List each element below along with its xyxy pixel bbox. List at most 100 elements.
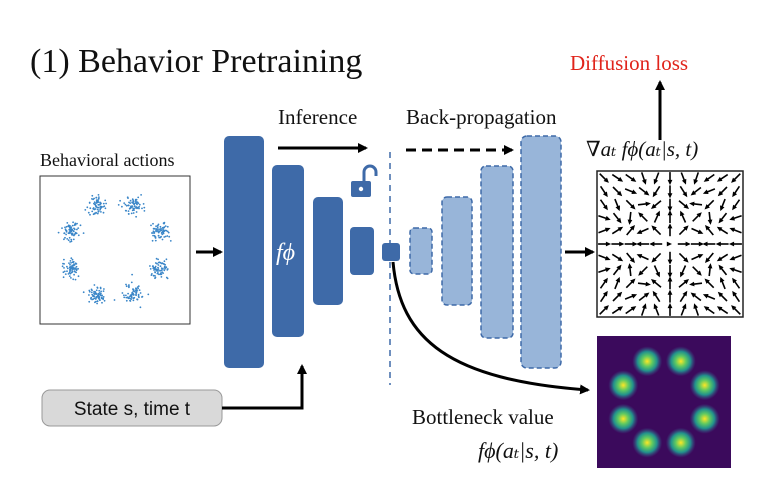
scatter-point [67,273,70,275]
vector-arrowhead [602,191,608,198]
scatter-point [166,225,169,228]
scatter-point [136,207,138,210]
vector-arrowhead [617,176,624,182]
scatter-point [63,238,65,241]
scatter-point [164,225,167,228]
scatter-point [151,239,154,242]
vector-arrowhead [617,306,624,312]
scatter-point [64,273,67,275]
scatter-point [95,296,98,299]
vector-arrowhead [636,241,642,247]
vector-arrowhead [693,179,699,185]
scatter-point [95,202,97,205]
scatter-point [157,258,160,261]
heatmap-peak [608,403,639,434]
scatter-point [132,299,135,302]
scatter-point [98,289,101,292]
scatter-point [156,225,159,227]
vector-arrowhead [681,303,687,310]
action-scatter-points [57,194,172,309]
scatter-point [135,202,138,205]
vector-arrowhead [729,267,735,273]
scatter-point [138,205,141,208]
scatter-point [155,257,158,260]
scatter-point [164,235,167,238]
state-time-label: State s, time t [74,399,191,420]
scatter-point [158,273,160,276]
scatter-point [98,196,100,199]
vector-arrowhead [653,178,659,185]
vector-arrowhead [641,303,647,309]
scatter-point [98,297,100,300]
scatter-point [102,296,105,298]
vector-arrowhead [703,177,710,182]
scatter-point [125,299,128,302]
vector-arrowhead [617,226,624,232]
scatter-point [135,291,137,294]
vector-arrowhead [645,201,651,207]
diagram-title: (1) Behavior Pretraining [30,43,362,80]
vector-arrowhead [698,241,704,247]
scatter-point [69,272,72,275]
scatter-point [63,258,65,261]
vector-arrowhead [702,189,709,194]
scatter-point [71,232,73,235]
vector-arrowhead [630,177,637,182]
scatter-point [92,207,95,209]
heatmap-peak [608,370,639,401]
scatter-point [100,294,102,297]
scatter-point [167,231,170,234]
vector-arrowhead [603,204,608,211]
scatter-point [131,201,134,204]
scatter-point [124,203,127,206]
vector-arrowhead [667,289,673,295]
vector-arrowhead [645,281,651,287]
scatter-point [152,234,155,237]
scatter-point [103,299,106,302]
scatter-point [130,295,133,298]
scatter-point [166,268,169,270]
scatter-point [77,227,80,230]
vector-arrowhead [641,179,647,185]
vector-arrowhead [696,270,702,276]
scatter-point [153,267,156,269]
scatter-point [121,205,123,208]
scatter-point [153,269,155,271]
scatter-point [88,294,90,296]
vector-arrowhead [651,225,657,231]
scatter-point [157,231,160,234]
scatter-point [99,208,102,211]
vector-arrowhead [683,257,689,263]
scatter-point [73,273,75,276]
scatter-point [90,297,92,300]
vector-arrowhead [717,190,724,197]
vector-arrowhead [667,276,673,282]
scatter-point [69,267,72,270]
scatter-point [163,260,166,263]
scatter-point [123,294,125,297]
scatter-point [162,228,165,230]
scatter-point [159,269,162,272]
scatter-point [169,240,172,242]
vector-arrowhead [617,256,624,262]
vector-arrowhead [636,229,643,234]
vector-arrowhead [685,241,691,247]
vector-arrowhead [619,241,625,247]
scatter-point [159,229,162,231]
scatter-point [97,197,100,200]
vector-arrowhead [731,305,737,311]
vector-arrowhead [605,215,611,221]
scatter-point [93,202,95,205]
vector-arrowhead [603,177,609,183]
scatter-point [66,270,68,273]
scatter-point [84,209,87,211]
scatter-point [68,228,71,231]
scatter-point [75,265,78,268]
scatter-point [94,293,96,296]
scatter-point [65,229,67,232]
scatter-point [72,264,75,267]
scatter-point [62,271,65,274]
scatter-point [132,294,135,296]
scatter-point [162,229,165,232]
